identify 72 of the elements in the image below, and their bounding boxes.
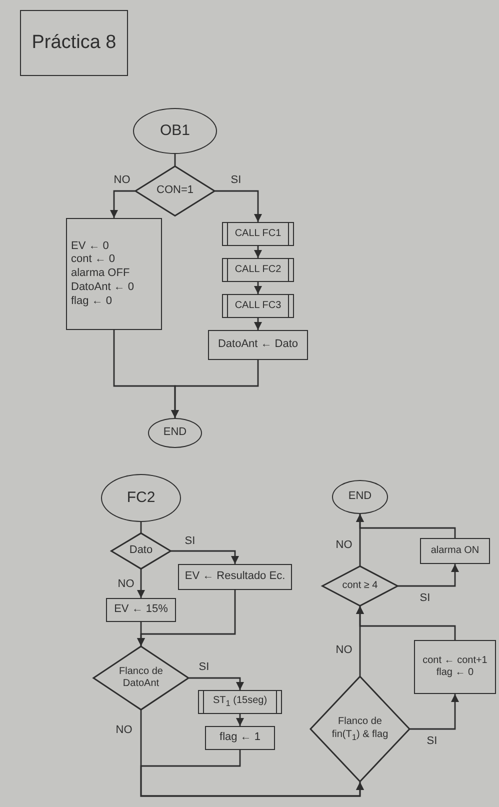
arrow: [189, 677, 244, 690]
arrow: [410, 694, 459, 730]
process-text: DatoAnt ← Dato: [218, 338, 298, 352]
condition-text: cont ≥ 4: [342, 580, 378, 592]
edge-label: SI: [182, 534, 198, 548]
connector-line: [174, 154, 176, 166]
terminal-label: END: [348, 490, 372, 504]
arrow: [398, 564, 459, 587]
terminal-ellipse: [332, 480, 388, 514]
condition-text: CON=1: [156, 184, 194, 198]
decision-diamond: [93, 646, 189, 710]
arrow: [254, 318, 262, 330]
condition-text: Flanco de DatoAnt: [118, 666, 164, 690]
connector-line: [140, 522, 142, 533]
process-box: [178, 564, 292, 590]
edge-label: NO: [112, 174, 132, 186]
process-box: [205, 726, 275, 750]
decision-diamond: [310, 676, 410, 782]
arrow: [140, 750, 364, 797]
process-text: EV ← Resultado Ec.: [184, 570, 286, 584]
process-box: [208, 330, 308, 360]
arrow: [356, 514, 456, 538]
process-text: cont ← cont+1: [422, 654, 488, 667]
condition-text: Dato: [129, 544, 153, 558]
decision-diamond: [322, 566, 398, 606]
page-title: Práctica 8: [20, 10, 128, 76]
arrow: [137, 569, 145, 598]
subroutine-text: CALL FC2: [234, 264, 282, 276]
edge-label: SI: [228, 174, 244, 186]
edge-label: NO: [334, 538, 354, 552]
subroutine-text: CALL FC1: [234, 228, 282, 240]
edge-label: SI: [196, 660, 212, 674]
edge-label: NO: [114, 724, 134, 736]
edge-label: SI: [418, 592, 432, 604]
process-text: flag ← 1: [220, 731, 260, 745]
condition-text: Flanco de fin(T$_{1}$) & flag: [331, 716, 389, 742]
arrow: [356, 606, 456, 640]
terminal-ellipse: [148, 418, 202, 448]
edge-label: NO: [334, 644, 354, 656]
process-text: cont ← 0: [71, 253, 116, 268]
arrow: [254, 282, 262, 294]
process-text: EV ← 0: [71, 240, 109, 254]
arrow: [171, 360, 259, 418]
subroutine-box: [222, 222, 294, 246]
process-box: [66, 218, 162, 330]
arrow: [254, 246, 262, 258]
process-box: [414, 640, 496, 694]
process-text: alarma OFF: [71, 267, 130, 281]
process-text: DatoAnt ← 0: [71, 280, 134, 295]
process-text: flag ← 0: [71, 294, 112, 308]
arrow: [236, 714, 244, 726]
terminal-label: OB1: [160, 122, 190, 140]
process-text: EV ← 15%: [114, 603, 168, 617]
edge-label: SI: [424, 734, 440, 748]
subroutine-box: [198, 690, 282, 714]
subroutine-text: ST$_{1}$ (15seg): [212, 695, 268, 709]
decision-diamond: [135, 166, 215, 216]
arrow: [215, 190, 262, 222]
subroutine-text: CALL FC3: [234, 300, 282, 312]
terminal-label: FC2: [126, 488, 156, 508]
decision-diamond: [111, 533, 171, 569]
subroutine-box: [222, 258, 294, 282]
process-text: flag ← 0: [436, 667, 474, 680]
subroutine-box: [222, 294, 294, 318]
arrow: [171, 550, 239, 564]
arrow: [137, 622, 145, 646]
arrow: [110, 190, 135, 218]
terminal-label: END: [163, 426, 187, 440]
process-box: [420, 538, 490, 564]
edge-label: NO: [116, 578, 136, 590]
process-text: alarma ON: [430, 544, 480, 558]
process-box: [106, 598, 176, 622]
